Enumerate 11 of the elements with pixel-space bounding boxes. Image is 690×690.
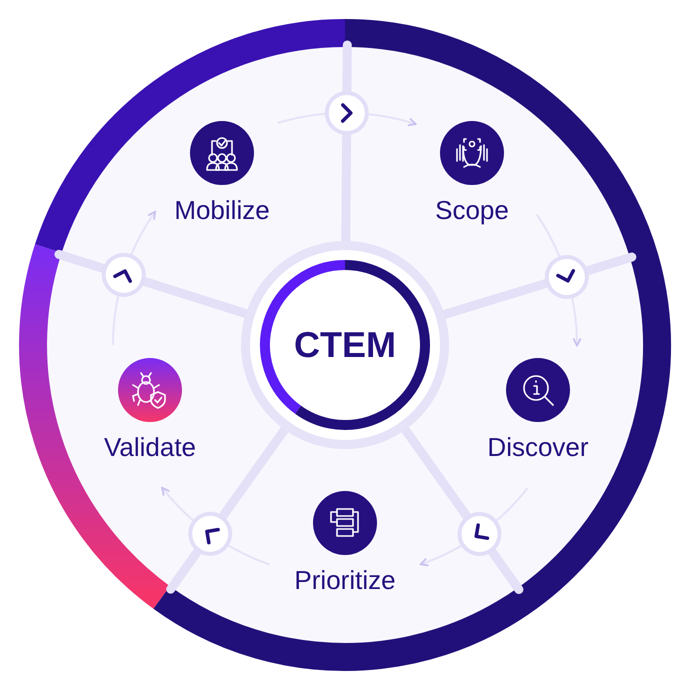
stage-label: Validate <box>104 432 196 463</box>
arrow <box>277 92 417 134</box>
arrow <box>161 486 270 566</box>
arrow <box>536 214 589 346</box>
stage-label: Scope <box>435 195 509 226</box>
arrow <box>420 488 528 566</box>
stage-label: Mobilize <box>174 195 270 226</box>
arrow <box>102 210 156 345</box>
stage-label: Discover <box>487 432 589 463</box>
center-label: CTEM <box>294 324 396 366</box>
stage-label: Prioritize <box>294 565 396 596</box>
